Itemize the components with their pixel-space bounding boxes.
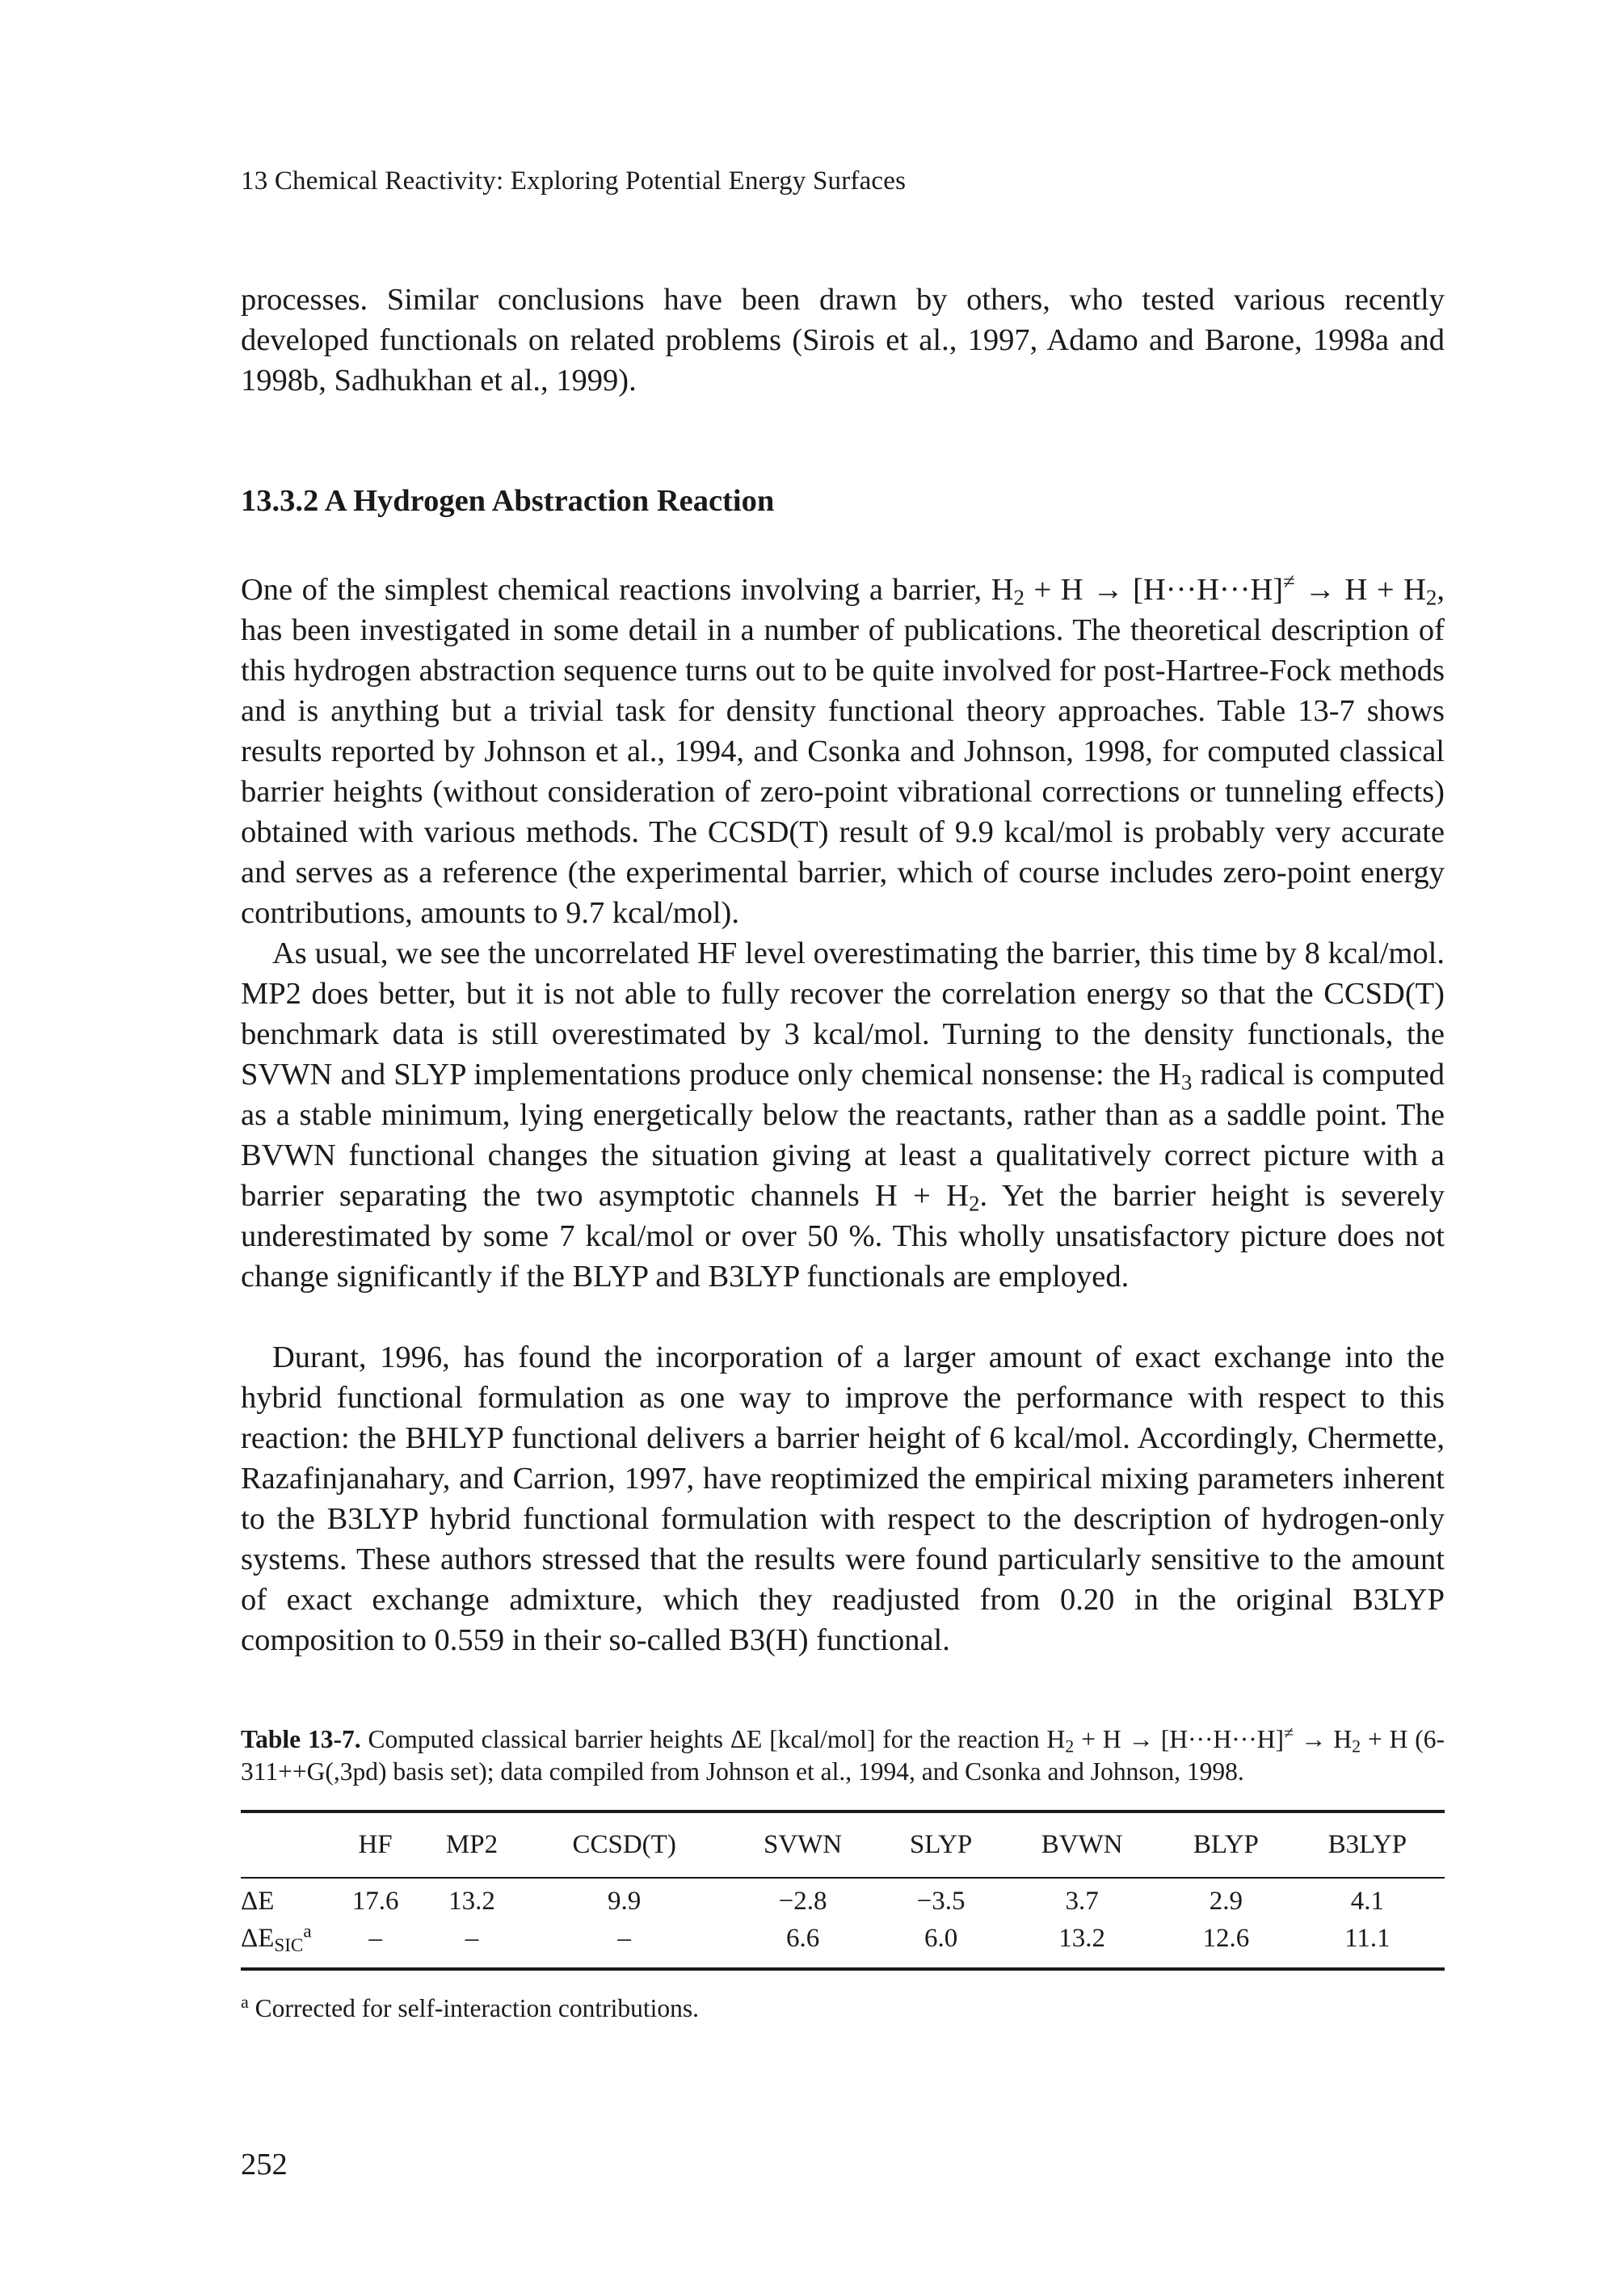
table-cell: −2.8 xyxy=(778,1886,827,1916)
table-caption: Table 13-7. Computed classical barrier h… xyxy=(241,1722,1445,1786)
table-row: ΔE 17.6 13.2 9.9 −2.8 −3.5 3.7 2.9 4.1 xyxy=(241,1883,1445,1920)
table-header-cell: BLYP xyxy=(1193,1829,1259,1859)
table-cell: 6.0 xyxy=(923,1923,958,1953)
table-header-cell: BVWN xyxy=(1041,1829,1123,1859)
table-cell: 13.2 xyxy=(448,1886,495,1916)
table-label: Table 13-7. xyxy=(241,1725,361,1753)
paragraph-1: One of the simplest chemical reactions i… xyxy=(241,569,1445,930)
table-corner-cell xyxy=(241,1818,330,1871)
table-cell: – xyxy=(368,1923,382,1953)
table-cell: 3.7 xyxy=(1065,1886,1099,1916)
table-bottom-rule xyxy=(241,1967,1445,1971)
table-cell: 11.1 xyxy=(1344,1923,1390,1953)
table-header-cell: CCSD(T) xyxy=(572,1829,676,1859)
row-label: ΔE xyxy=(241,1886,275,1916)
table-row: ΔESICa – – – 6.6 6.0 13.2 12.6 11.1 xyxy=(241,1920,1445,1957)
table-header-cell: B3LYP xyxy=(1327,1829,1407,1859)
page-number: 252 xyxy=(241,2148,288,2182)
table-header-cell: SLYP xyxy=(909,1829,973,1859)
table-header-cell: MP2 xyxy=(445,1829,499,1859)
footnote-mark: a xyxy=(241,1991,249,2012)
table-cell: 2.9 xyxy=(1209,1886,1243,1916)
table-cell: 17.6 xyxy=(351,1886,399,1916)
paragraph-3: Durant, 1996, has found the incorporatio… xyxy=(241,1340,1445,1657)
table-cell: −3.5 xyxy=(916,1886,966,1916)
paragraph-2: As usual, we see the uncorrelated HF lev… xyxy=(241,936,1445,1294)
table-footnote: a Corrected for self-interaction contrib… xyxy=(241,1991,699,2022)
table-header-cell: HF xyxy=(358,1829,393,1859)
section-heading: 13.3.2 A Hydrogen Abstraction Reaction xyxy=(241,483,774,519)
book-page: 13 Chemical Reactivity: Exploring Potent… xyxy=(241,0,1445,2289)
barrier-heights-table: HF MP2 CCSD(T) SVWN SLYP BVWN BLYP B3LYP… xyxy=(241,1818,1445,1957)
table-top-rule xyxy=(241,1810,1445,1813)
table-header-cell: SVWN xyxy=(763,1829,843,1859)
table-cell: 4.1 xyxy=(1350,1886,1384,1916)
running-head: 13 Chemical Reactivity: Exploring Potent… xyxy=(241,166,907,196)
table-cell: – xyxy=(465,1923,479,1953)
table-cell: 12.6 xyxy=(1202,1923,1250,1953)
table-header-row: HF MP2 CCSD(T) SVWN SLYP BVWN BLYP B3LYP xyxy=(241,1818,1445,1871)
table-cell: 6.6 xyxy=(785,1923,820,1953)
section-number: 13.3.2 xyxy=(241,484,319,518)
section-title: A Hydrogen Abstraction Reaction xyxy=(324,484,775,518)
table-cell: 13.2 xyxy=(1058,1923,1106,1953)
row-label: ΔESICa xyxy=(241,1919,312,1955)
table-cell: 9.9 xyxy=(608,1886,642,1916)
intro-paragraph: processes. Similar conclusions have been… xyxy=(241,283,1445,398)
table-cell: – xyxy=(617,1923,631,1953)
table-header-rule xyxy=(241,1877,1445,1879)
